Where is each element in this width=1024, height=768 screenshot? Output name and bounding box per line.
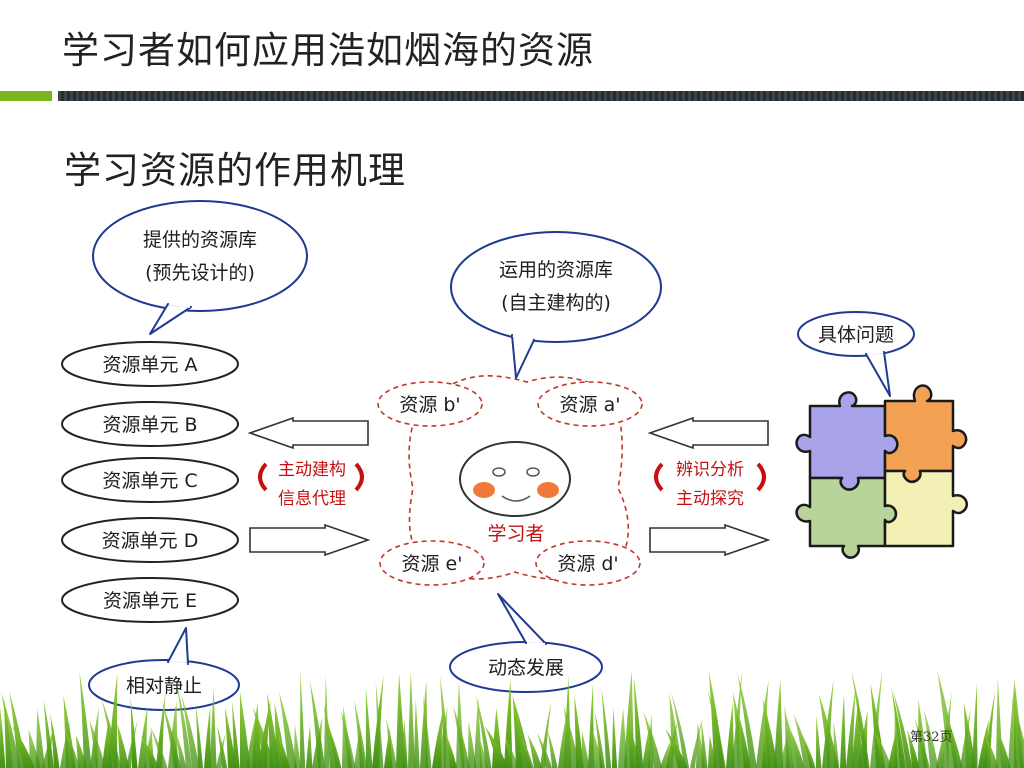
resource-unit-a (61, 341, 239, 387)
relatively-static-label: 相对静止 (126, 675, 202, 697)
resource-unit-d-label: 资源单元 D (102, 530, 199, 552)
puzzle-icon (795, 384, 968, 559)
arrow-right-icon (249, 523, 371, 557)
arrow-left-icon (647, 416, 769, 450)
resource-a-label: 资源 a' (560, 394, 621, 416)
page-number: 第32页 (910, 730, 953, 745)
resource-a (537, 381, 643, 427)
resource-unit-c-label: 资源单元 C (102, 470, 197, 492)
dynamic-development-label: 动态发展 (488, 657, 564, 679)
bracket-left-icon (258, 462, 268, 492)
mechanism-diagram: 提供的资源库 (预先设计的) 运用的资源库 (自主建构的) 具体问题 资源单元 … (50, 196, 1000, 726)
applied-library-note: (自主建构的) (501, 292, 611, 314)
specific-problem-label: 具体问题 (818, 324, 894, 346)
provided-library-label: 提供的资源库 (143, 229, 257, 251)
callout-provided-library: 提供的资源库 (预先设计的) (92, 200, 308, 335)
applied-resources-cluster: 资源 b' 资源 a' 资源 e' 资源 d' (377, 375, 643, 586)
bracket-right-icon (354, 462, 364, 492)
applied-library-label: 运用的资源库 (499, 259, 613, 281)
slide-title: 学习者如何应用浩如烟海的资源 (62, 29, 594, 72)
resource-unit-d (61, 517, 239, 563)
callout-dynamic-development: 动态发展 (449, 593, 603, 693)
left-exchange-line2: 信息代理 (278, 489, 346, 509)
provided-library-note: (预先设计的) (145, 262, 255, 284)
resource-b-label: 资源 b' (399, 394, 460, 416)
accent-bar-dark (58, 91, 1024, 101)
learner-label: 学习者 (487, 523, 544, 545)
resource-unit-e-label: 资源单元 E (103, 590, 197, 612)
diagram-canvas: 提供的资源库 (预先设计的) 运用的资源库 (自主建构的) 具体问题 资源单元 … (61, 200, 968, 711)
resource-unit-a-label: 资源单元 A (102, 354, 197, 376)
resource-e-label: 资源 e' (402, 553, 463, 575)
left-exchange-line1: 主动建构 (278, 460, 346, 480)
dashed-cluster-outline (408, 375, 630, 581)
right-exchange-line2: 主动探究 (676, 489, 744, 509)
callout-specific-problem: 具体问题 (797, 311, 915, 397)
callout-relatively-static: 相对静止 (88, 627, 240, 711)
accent-bar-green (0, 91, 52, 101)
resource-units: 资源单元 A 资源单元 B 资源单元 C 资源单元 D 资源单元 E (61, 341, 239, 623)
resource-unit-e (61, 577, 239, 623)
left-exchange: 主动建构 信息代理 (247, 416, 371, 557)
right-exchange-line1: 辨识分析 (676, 460, 744, 480)
resource-e (379, 540, 485, 586)
arrow-left-icon (247, 416, 369, 450)
arrow-right-icon (649, 523, 771, 557)
resource-unit-c (61, 457, 239, 503)
resource-d (535, 540, 641, 586)
bracket-left-icon (654, 462, 664, 492)
resource-d-label: 资源 d' (557, 553, 618, 575)
slide-subtitle: 学习资源的作用机理 (64, 149, 406, 192)
right-exchange: 辨识分析 主动探究 (647, 416, 771, 557)
resource-unit-b (61, 401, 239, 447)
learner: 学习者 (459, 441, 571, 545)
bracket-right-icon (756, 462, 766, 492)
callout-applied-library: 运用的资源库 (自主建构的) (450, 231, 662, 379)
grass-decoration (0, 669, 1024, 768)
resource-unit-b-label: 资源单元 B (102, 414, 197, 436)
smiley-face-icon (459, 441, 571, 517)
resource-b (377, 381, 483, 427)
grass-blades (0, 669, 1024, 768)
